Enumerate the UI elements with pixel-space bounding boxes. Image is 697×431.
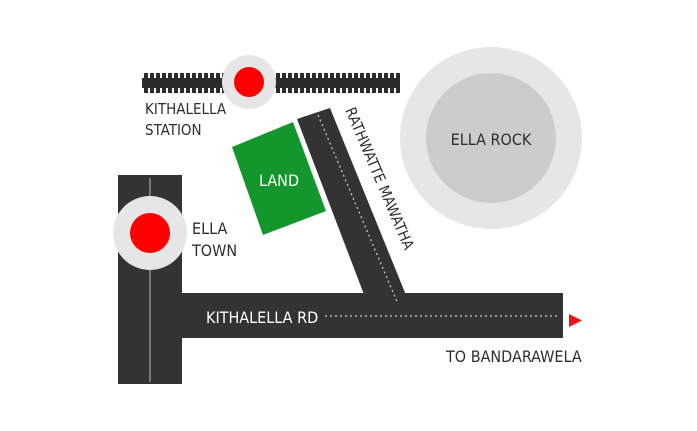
to-bandarawela-label: TO BANDARAWELA <box>445 347 582 366</box>
kithalella-road <box>182 293 563 338</box>
ella-rock-label: ELLA ROCK <box>451 130 532 149</box>
direction-arrow-icon <box>569 314 582 327</box>
ella-rock <box>400 47 582 229</box>
town-label-line2: TOWN <box>191 241 237 260</box>
town-label-line1: ELLA <box>192 219 227 238</box>
town-marker <box>113 196 187 270</box>
station-label-line1: KITHALELLA <box>145 100 227 118</box>
land-parcel <box>232 122 326 235</box>
station-marker <box>222 55 276 109</box>
station-label-line2: STATION <box>145 121 202 139</box>
land-label: LAND <box>259 171 299 190</box>
rathwatte-road <box>297 108 410 305</box>
kithalella-rd-label: KITHALELLA RD <box>206 308 318 327</box>
